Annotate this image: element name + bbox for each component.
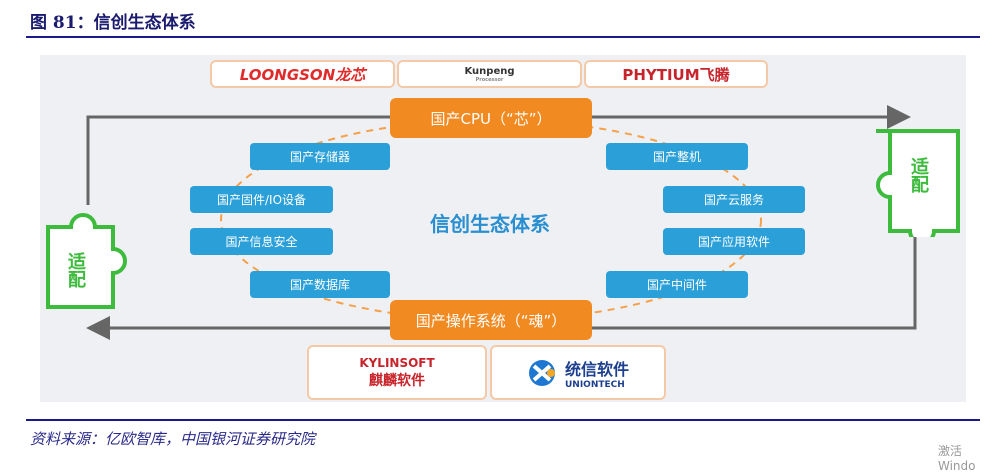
kylin-en: KYLINSOFT (359, 355, 435, 370)
center-label: 信创生态体系 (430, 212, 550, 236)
right-item: 国产云服务 (663, 186, 805, 213)
left-puzzle-icon (46, 213, 127, 309)
left-adapt-label: 适配 (65, 252, 86, 288)
uos-en: UNIONTECH (564, 379, 625, 390)
right-adapt-label: 适配 (908, 157, 929, 193)
right-item: 国产中间件 (606, 271, 748, 298)
uos-cn: 统信软件 (564, 359, 629, 379)
title-divider (26, 36, 980, 38)
left-item: 国产数据库 (250, 271, 390, 298)
os-box: 国产操作系统（“魂”） (390, 300, 592, 340)
right-puzzle-icon (876, 129, 960, 237)
kunpeng-label: Kunpeng (464, 65, 515, 77)
right-item: 国产应用软件 (663, 228, 805, 255)
left-item: 国产存储器 (250, 143, 390, 170)
right-item: 国产整机 (606, 143, 748, 170)
cpu-box: 国产CPU（“芯”） (390, 98, 592, 138)
connector-lines (86, 105, 917, 340)
uniontech-icon (528, 359, 555, 386)
source-note: 资料来源：亿欧智库，中国银河证券研究院 (30, 430, 316, 448)
figure-title: 图 81：信创生态体系 (30, 13, 196, 33)
loongson-logo: LOONGSON龙芯 (210, 60, 395, 88)
left-item: 国产固件/IO设备 (190, 186, 333, 213)
phytium-logo: PHYTIUM飞腾 (584, 60, 768, 88)
left-item: 国产信息安全 (190, 228, 333, 255)
source-divider (26, 419, 980, 421)
kylinsoft-logo: KYLINSOFT 麒麟软件 (307, 345, 487, 400)
kylin-cn: 麒麟软件 (369, 372, 425, 389)
kunpeng-sub: Processor (475, 76, 504, 83)
